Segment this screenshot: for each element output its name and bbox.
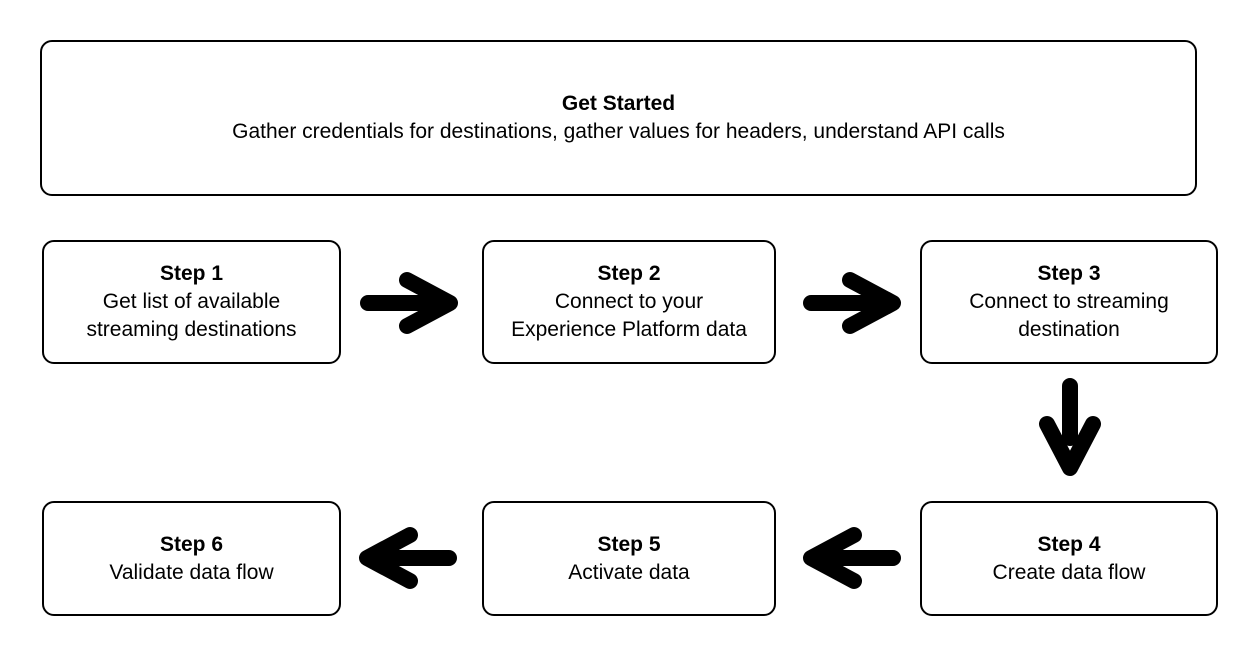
step-2-title: Step 2 (597, 262, 661, 285)
step-3-box: Step 3 Connect to streaming destination (920, 240, 1218, 364)
step-4-title: Step 4 (1037, 532, 1101, 556)
arrow-left-step4-step5-icon (803, 527, 901, 589)
step-5-description: Activate data (568, 560, 690, 584)
step-1-title: Step 1 (159, 262, 224, 285)
step-2-description: Connect to your Experience Platform data (511, 290, 747, 341)
step-2-box: Step 2 Connect to your Experience Platfo… (482, 240, 776, 364)
step-3-description: Connect to streaming destination (969, 290, 1169, 341)
arrow-left-step5-step6-icon (359, 527, 457, 589)
step-4-box: Step 4 Create data flow (920, 501, 1218, 616)
step-6-title: Step 6 (159, 532, 224, 556)
step-5-box: Step 5 Activate data (482, 501, 776, 616)
arrow-right-step2-step3-icon (803, 272, 901, 334)
get-started-subtitle: Gather credentials for destinations, gat… (232, 120, 1005, 143)
step-6-box: Step 6 Validate data flow (42, 501, 341, 616)
step-4-description: Create data flow (992, 560, 1146, 584)
step-1-description: Get list of available streaming destinat… (86, 290, 297, 341)
arrow-down-step3-step4-icon (1039, 378, 1101, 476)
get-started-box: Get Started Gather credentials for desti… (40, 40, 1197, 196)
step-5-title: Step 5 (597, 532, 661, 556)
step-6-description: Validate data flow (109, 560, 274, 584)
arrow-right-step1-step2-icon (360, 272, 458, 334)
get-started-title: Get Started (561, 92, 676, 115)
step-1-box: Step 1 Get list of available streaming d… (42, 240, 341, 364)
step-3-title: Step 3 (1037, 262, 1101, 285)
